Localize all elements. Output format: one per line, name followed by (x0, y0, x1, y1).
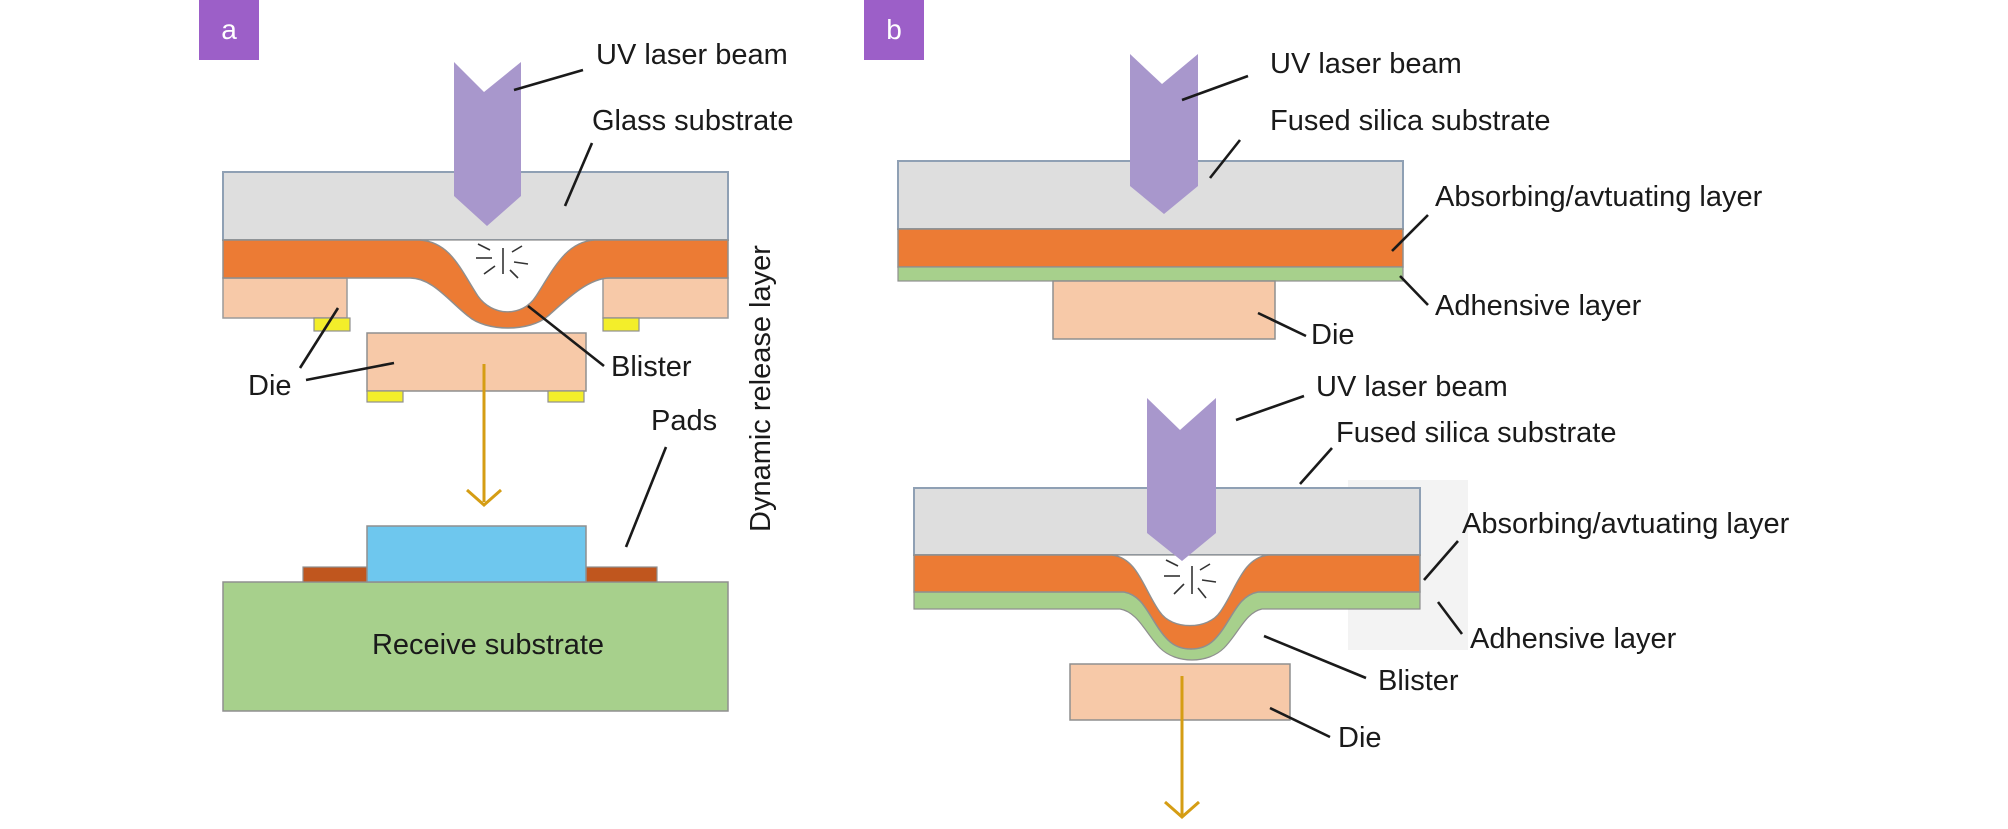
label-fused-silica-top: Fused silica substrate (1270, 105, 1550, 137)
label-absorbing-layer-top: Absorbing/avtuating layer (1435, 181, 1763, 213)
blister-cavity (419, 239, 595, 313)
label-receive-substrate: Receive substrate (372, 629, 604, 661)
blister-burst-lines (476, 243, 529, 279)
label-uv-laser-beam-b-top: UV laser beam (1270, 48, 1462, 80)
panel-b-tag-background (864, 0, 924, 60)
label-glass-substrate: Glass substrate (592, 105, 793, 137)
label-die-b-top: Die (1311, 319, 1355, 351)
label-uv-laser-beam-b-bottom: UV laser beam (1316, 371, 1508, 403)
leader-blister-b (1263, 634, 1367, 680)
leader-die-b-bottom (1269, 706, 1331, 739)
leader-uv-laser-beam-b-top (1181, 74, 1249, 102)
panel-a: a (199, 0, 793, 712)
placed-chip (366, 525, 587, 583)
transfer-arrow-b (1164, 676, 1200, 820)
die-bottom (1069, 663, 1291, 721)
pad-left-upper (313, 317, 351, 332)
transfer-arrow (466, 364, 502, 508)
panel-b-bottom: UV laser beam Fused silica substrate Abs… (913, 371, 1790, 820)
leader-glass-substrate (563, 142, 594, 207)
label-absorbing-layer-bottom: Absorbing/avtuating layer (1462, 508, 1790, 540)
leader-absorbing-layer-bottom (1423, 540, 1459, 581)
leader-uv-laser-beam-a (513, 68, 584, 92)
leader-fused-silica-bottom (1299, 447, 1333, 485)
leader-blister-a (527, 304, 605, 368)
label-blister-b: Blister (1378, 665, 1459, 697)
adhesive-layer-top (897, 266, 1404, 282)
blister-cavity-b (1111, 554, 1269, 626)
panel-b-tag: b (886, 14, 902, 45)
pad-released-left (366, 390, 404, 403)
label-uv-laser-beam-a: UV laser beam (596, 39, 788, 71)
released-die (366, 332, 587, 392)
die-right (602, 277, 729, 319)
pad-released-right (547, 390, 585, 403)
leader-fused-silica-top (1208, 139, 1242, 179)
label-blister-a: Blister (611, 351, 692, 383)
uv-laser-beam (454, 62, 521, 226)
panel-b-top: UV laser beam Fused silica substrate Abs… (897, 48, 1763, 351)
label-fused-silica-bottom: Fused silica substrate (1336, 417, 1616, 449)
receive-substrate (222, 581, 729, 712)
absorbing-layer-top (897, 228, 1404, 268)
die-left (222, 277, 348, 319)
panel-a-tag-background (199, 0, 259, 60)
leader-pads (624, 446, 668, 548)
leader-adhesive-layer-top (1399, 275, 1429, 306)
panel-a-tag: a (221, 14, 237, 45)
uv-laser-beam-top (1130, 54, 1198, 214)
label-pads: Pads (651, 405, 717, 437)
label-dynamic-release-layer: Dynamic release layer (745, 245, 777, 532)
label-die-a: Die (248, 370, 292, 402)
die-top (1052, 280, 1276, 340)
label-die-b-bottom: Die (1338, 722, 1382, 754)
leader-die-a-right (305, 361, 395, 382)
uv-laser-beam-bottom (1147, 398, 1216, 561)
label-adhesive-layer-top: Adhensive layer (1435, 290, 1642, 322)
label-adhesive-layer-bottom: Adhensive layer (1470, 623, 1677, 655)
leader-adhesive-layer-bottom (1436, 601, 1464, 635)
leader-absorbing-layer-top (1391, 214, 1429, 252)
leader-die-b-top (1257, 311, 1307, 338)
pad-right-upper (602, 317, 640, 332)
panel-b: b UV laser beam Fused silica substrate A… (864, 0, 1790, 820)
leader-die-a-left (298, 307, 340, 369)
blister-burst-lines-b (1164, 559, 1217, 599)
leader-uv-laser-beam-b-bottom (1235, 394, 1305, 422)
